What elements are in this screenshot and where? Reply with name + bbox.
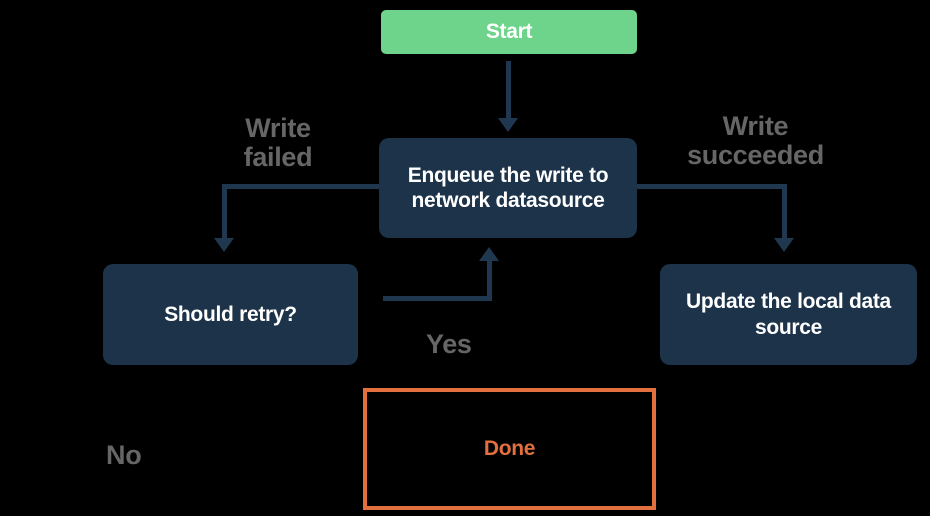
arrowhead-down-icon [498,118,518,132]
arrow-line [637,184,787,189]
arrow-line [222,184,379,189]
start-node: Start [381,10,637,54]
arrow-line [383,296,491,301]
start-node-label: Start [485,20,533,43]
arrowhead-down-icon [214,238,234,252]
arrow-line [782,184,787,238]
enqueue-node: Enqueue the write to network datasource [379,138,637,238]
should-retry-node: Should retry? [103,264,358,365]
update-local-node-label: Update the local data source [686,290,891,339]
update-local-node: Update the local data source [660,264,917,365]
enqueue-node-label: Enqueue the write to network datasource [407,163,609,212]
edge-label-write-failed: Write failed [243,113,313,173]
done-node-label: Done [483,437,536,460]
edge-label-no: No [106,440,142,470]
done-node: Done [363,388,656,510]
arrow-line [487,261,492,301]
should-retry-node-label: Should retry? [164,302,297,326]
arrow-line [222,184,227,238]
arrow-line [506,61,511,118]
arrowhead-up-icon [479,247,499,261]
edge-label-write-succeeded: Write succeeded [687,111,824,171]
edge-label-yes: Yes [426,329,472,359]
arrowhead-down-icon [774,238,794,252]
